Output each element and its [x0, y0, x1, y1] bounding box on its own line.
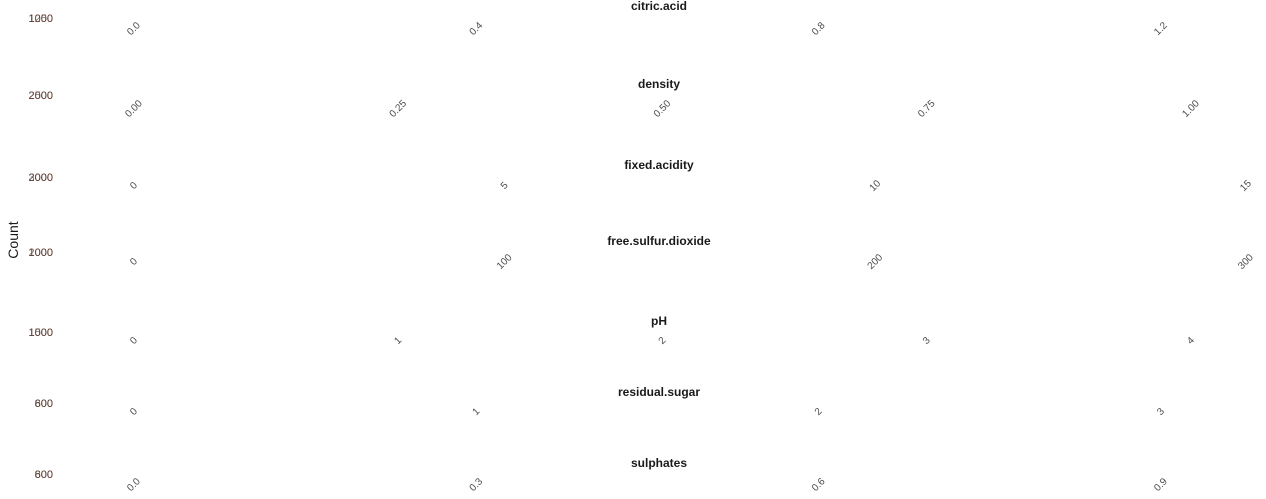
y-tick-label: 800: [35, 398, 53, 410]
y-tick-label: 1250: [29, 13, 53, 25]
x-tick-label: 0.00: [123, 98, 145, 120]
x-tick-label: 10: [868, 178, 884, 194]
x-tick-label: 15: [1238, 178, 1254, 194]
facet-title: residual.sugar: [618, 385, 700, 399]
x-tick-label: 0.25: [388, 98, 410, 120]
y-tick-label: 1000: [29, 13, 53, 25]
x-tick-label: 0: [128, 406, 140, 418]
x-tick-label: 0.50: [652, 98, 674, 120]
y-tick-label: 2000: [29, 90, 53, 102]
x-tick-label: 1: [471, 406, 483, 418]
x-tick-label: 200: [866, 252, 886, 272]
x-tick-label: 0.9: [1152, 476, 1170, 494]
y-tick-label: 800: [35, 469, 53, 481]
x-tick-label: 2: [657, 335, 669, 347]
x-tick-label: 1.00: [1180, 98, 1202, 120]
x-tick-label: 0: [128, 256, 140, 268]
facet-title: density: [638, 77, 680, 91]
x-tick-label: 0.0: [125, 20, 143, 38]
x-tick-label: 100: [495, 252, 515, 272]
facet-title: sulphates: [631, 456, 687, 470]
x-tick-label: 5: [499, 180, 511, 192]
facet-title: fixed.acidity: [624, 158, 694, 172]
x-tick-label: 0.4: [468, 20, 486, 38]
x-tick-label: 0: [128, 180, 140, 192]
y-tick-label: 600: [35, 398, 53, 410]
x-tick-label: 300: [1236, 252, 1256, 272]
x-tick-label: 3: [1155, 406, 1167, 418]
y-tick-label: 1000: [29, 327, 53, 339]
x-tick-label: 1.2: [1152, 20, 1170, 38]
y-tick-label: 1500: [29, 327, 53, 339]
facet-title: citric.acid: [631, 0, 687, 13]
x-tick-label: 0.6: [810, 476, 828, 494]
x-tick-label: 0.8: [810, 20, 828, 38]
x-tick-label: 0: [128, 335, 140, 347]
x-tick-label: 3: [921, 335, 933, 347]
y-tick-label: 2000: [29, 172, 53, 184]
x-tick-label: 4: [1185, 335, 1197, 347]
y-tick-label: 2000: [29, 247, 53, 259]
y-tick-label: 2500: [29, 90, 53, 102]
facet-title: pH: [651, 314, 667, 328]
x-tick-label: 0.0: [125, 476, 143, 494]
x-tick-label: 1: [392, 335, 404, 347]
x-tick-label: 0.75: [916, 98, 938, 120]
facet-title: free.sulfur.dioxide: [607, 234, 711, 248]
y-tick-label: 600: [35, 469, 53, 481]
y-tick-label: 3000: [29, 172, 53, 184]
y-tick-label: 1000: [29, 247, 53, 259]
x-tick-label: 0.3: [468, 476, 486, 494]
x-tick-label: 2: [813, 406, 825, 418]
